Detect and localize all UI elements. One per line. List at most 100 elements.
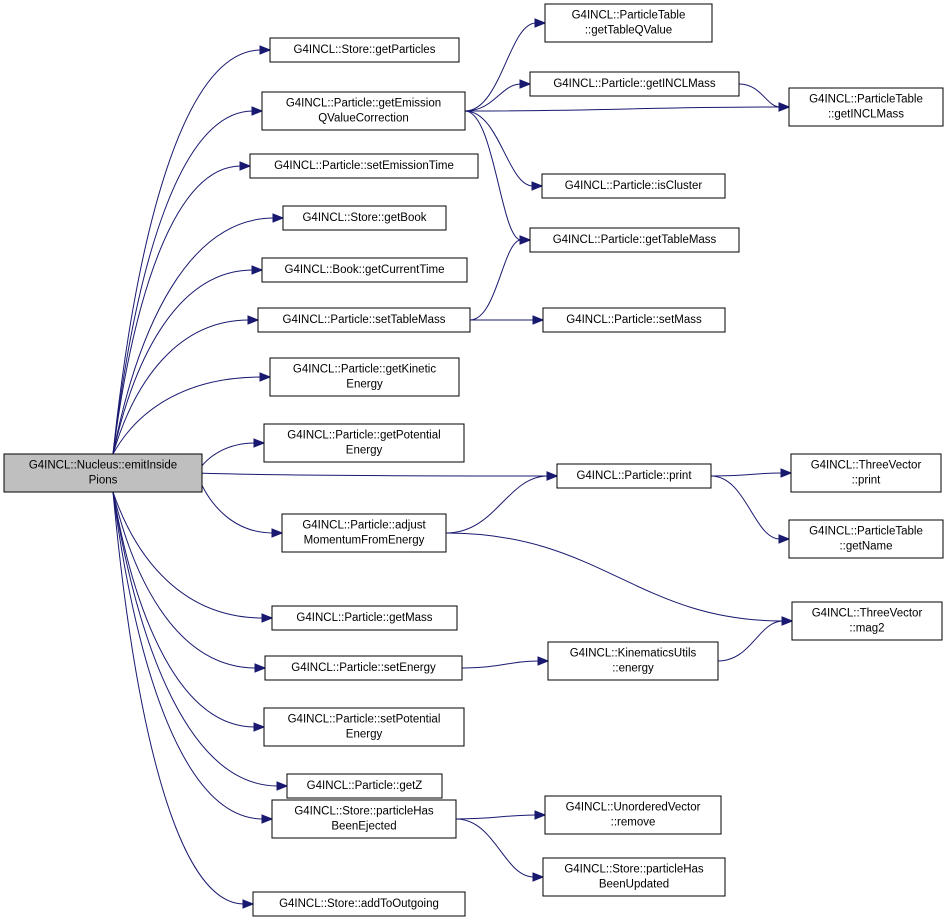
arrowhead <box>537 656 550 666</box>
edge-particle_setEnergy-to-kinematicsutils_energy <box>461 660 540 669</box>
arrowhead <box>519 79 532 89</box>
node-box <box>263 707 465 747</box>
node-label: G4INCL::Store::getParticles <box>294 44 436 56</box>
node-particletable_getTableQValue[interactable]: G4INCL::ParticleTable::getTableQValue <box>544 3 713 43</box>
node-label: ::energy <box>612 663 654 675</box>
edge-layer <box>112 18 794 909</box>
edge-root-to-store_getParticles <box>112 49 262 455</box>
node-particle_print[interactable]: G4INCL::Particle::print <box>556 463 712 489</box>
node-box <box>529 227 740 253</box>
node-label: G4INCL::Book::getCurrentTime <box>285 264 445 276</box>
node-particle_adjustMomentumFromEnergy[interactable]: G4INCL::Particle::adjustMomentumFromEner… <box>281 513 447 553</box>
edge-root-to-particle_adjustMomentumFromEnergy <box>197 476 274 534</box>
node-label: G4INCL::Store::particleHas <box>294 806 434 818</box>
node-particle_getMass[interactable]: G4INCL::Particle::getMass <box>271 605 458 631</box>
node-box <box>263 423 465 463</box>
node-unorderedvector_remove[interactable]: G4INCL::UnorderedVector::remove <box>544 795 722 835</box>
node-label: G4INCL::Particle::setEmissionTime <box>274 160 454 172</box>
edge-store_particleHasBeenEjected-to-unorderedvector_remove <box>455 814 537 820</box>
node-box <box>788 87 944 127</box>
arrowhead <box>259 372 272 382</box>
arrowhead <box>778 534 791 544</box>
node-particletable_getINCLMass[interactable]: G4INCL::ParticleTable::getINCLMass <box>788 87 944 127</box>
arrowhead <box>251 106 264 116</box>
arrowhead <box>251 265 264 275</box>
edge-particle_adjustMomentumFromEnergy-to-threevector_mag2 <box>445 532 784 622</box>
arrowhead <box>780 468 793 478</box>
arrowhead <box>778 102 791 112</box>
node-particle_setTableMass[interactable]: G4INCL::Particle::setTableMass <box>257 307 471 333</box>
node-store_getBook[interactable]: G4INCL::Store::getBook <box>282 205 447 231</box>
node-box <box>261 257 468 283</box>
node-label: G4INCL::Particle::adjust <box>302 520 426 532</box>
node-label: G4INCL::Nucleus::emitInside <box>29 460 177 472</box>
arrowhead <box>546 471 559 481</box>
edge-root-to-store_getBook <box>112 217 275 455</box>
node-box <box>257 307 471 333</box>
node-particle_setEmissionTime[interactable]: G4INCL::Particle::setEmissionTime <box>249 153 479 179</box>
node-label: G4INCL::Store::addToOutgoing <box>279 898 439 910</box>
edge-root-to-particle_getEmissionQValueCorrection <box>112 110 254 455</box>
edge-root-to-store_addToOutgoing <box>112 491 245 905</box>
node-label: G4INCL::ThreeVector <box>812 608 923 620</box>
arrowhead <box>519 235 532 245</box>
node-label: G4INCL::Store::getBook <box>302 212 426 224</box>
node-label: G4INCL::Particle::getMass <box>296 612 432 624</box>
node-kinematicsutils_energy[interactable]: G4INCL::KinematicsUtils::energy <box>547 641 719 681</box>
node-book_getCurrentTime[interactable]: G4INCL::Book::getCurrentTime <box>261 257 468 283</box>
node-particle_getINCLMass[interactable]: G4INCL::Particle::getINCLMass <box>529 71 740 97</box>
node-box <box>3 453 203 493</box>
node-threevector_print[interactable]: G4INCL::ThreeVector::print <box>790 453 942 493</box>
node-label: G4INCL::Particle::setMass <box>566 314 702 326</box>
node-store_addToOutgoing[interactable]: G4INCL::Store::addToOutgoing <box>252 891 466 917</box>
node-label: G4INCL::Particle::print <box>576 470 692 482</box>
node-label: G4INCL::Particle::setPotential <box>288 714 441 726</box>
node-box <box>556 463 712 489</box>
edge-root-to-particle_getKineticEnergy <box>112 376 262 455</box>
node-particle_isCluster[interactable]: G4INCL::Particle::isCluster <box>541 173 726 199</box>
node-label: Energy <box>346 445 383 457</box>
node-particle_setMass[interactable]: G4INCL::Particle::setMass <box>542 307 726 333</box>
node-label: G4INCL::Particle::getZ <box>307 780 423 792</box>
node-label: BeenUpdated <box>599 879 669 891</box>
node-particle_getTableMass[interactable]: G4INCL::Particle::getTableMass <box>529 227 740 253</box>
edge-particle_getEmissionQValueCorrection-to-particle_isCluster <box>464 110 534 187</box>
node-particletable_getName[interactable]: G4INCL::ParticleTable::getName <box>788 519 944 559</box>
node-label: G4INCL::Store::particleHas <box>564 864 704 876</box>
edge-particle_getINCLMass-to-particletable_getINCLMass <box>738 83 781 108</box>
node-label: Energy <box>346 379 383 391</box>
node-label: G4INCL::ParticleTable <box>809 94 923 106</box>
node-label: ::print <box>852 475 882 487</box>
node-label: G4INCL::Particle::getEmission <box>286 98 441 110</box>
node-threevector_mag2[interactable]: G4INCL::ThreeVector::mag2 <box>791 601 943 641</box>
edge-root-to-particle_getMass <box>112 491 264 619</box>
edge-particle_getEmissionQValueCorrection-to-particletable_getINCLMass <box>464 106 781 112</box>
edge-store_particleHasBeenEjected-to-store_particleHasBeenUpdated <box>455 818 535 878</box>
node-box <box>788 519 944 559</box>
edge-root-to-particle_setEmissionTime <box>112 165 242 455</box>
node-particle_getEmissionQValueCorrection[interactable]: G4INCL::Particle::getEmissionQValueCorre… <box>261 91 466 131</box>
node-box <box>249 153 479 179</box>
node-box <box>542 857 726 897</box>
node-label: MomentumFromEnergy <box>304 535 425 547</box>
node-label: ::mag2 <box>849 623 884 635</box>
node-label: QValueCorrection <box>318 113 409 125</box>
node-box <box>269 357 460 397</box>
node-box <box>529 71 740 97</box>
node-label: G4INCL::Particle::getINCLMass <box>553 78 716 90</box>
node-particle_getZ[interactable]: G4INCL::Particle::getZ <box>286 773 443 799</box>
node-box <box>544 795 722 835</box>
node-box <box>261 91 466 131</box>
node-particle_setEnergy[interactable]: G4INCL::Particle::setEnergy <box>264 655 463 681</box>
node-store_getParticles[interactable]: G4INCL::Store::getParticles <box>269 37 460 63</box>
node-label: G4INCL::Particle::isCluster <box>565 180 703 192</box>
arrowhead <box>254 663 267 673</box>
arrowhead <box>534 810 547 820</box>
